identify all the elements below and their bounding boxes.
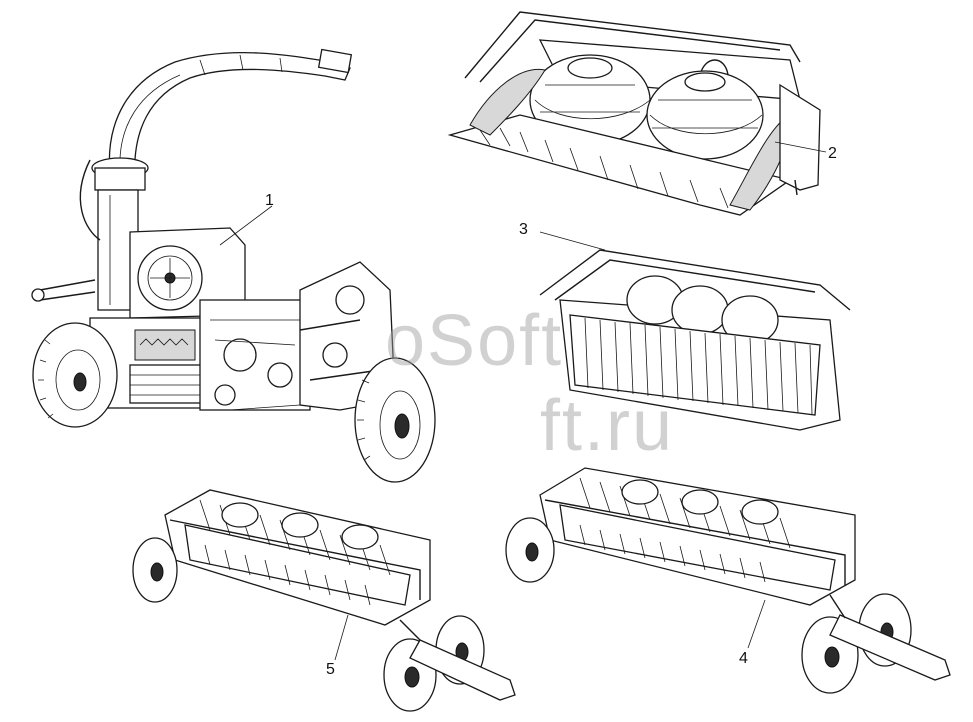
watermark-text-2: ft.ru [540, 386, 675, 466]
callout-5: 5 [326, 661, 335, 678]
trailed-pickup-4 [505, 467, 951, 694]
callout-1: 1 [265, 192, 274, 209]
callout-3: 3 [519, 221, 528, 238]
trailed-pickup-5 [132, 489, 516, 712]
pickup-3 [539, 231, 851, 431]
callout-2: 2 [828, 145, 837, 162]
watermark-text-1: oSoft [385, 301, 564, 381]
callout-4: 4 [739, 650, 748, 667]
mower-header-2 [447, 11, 827, 216]
harvester-unit-1 [31, 48, 436, 483]
